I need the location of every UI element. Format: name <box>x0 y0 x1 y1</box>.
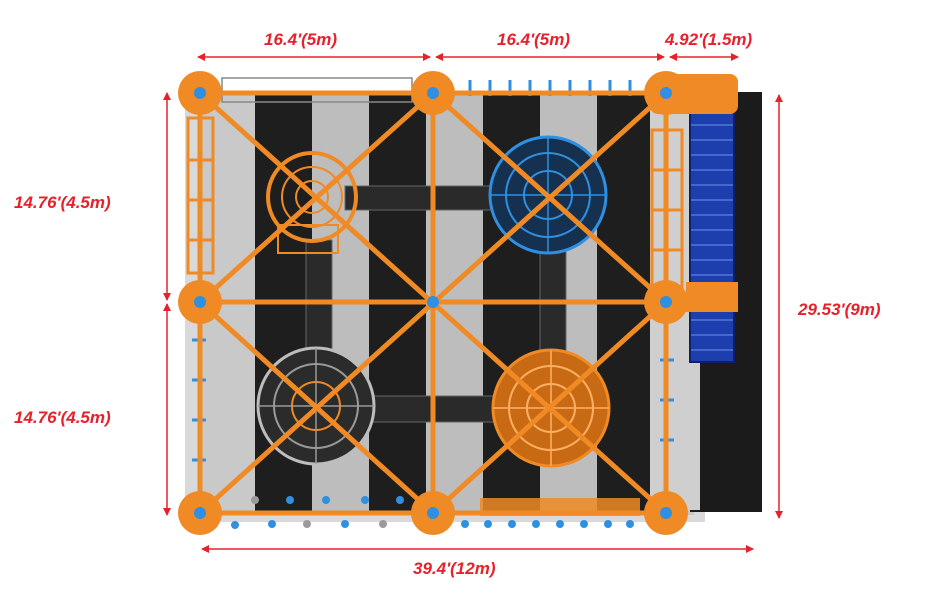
dimension-top-left: 16.4'(5m) <box>264 30 338 49</box>
bottom-posts <box>231 496 634 529</box>
dimension-left-upper: 14.76'(4.5m) <box>14 193 111 212</box>
staircase <box>650 74 738 363</box>
pillars <box>178 71 688 535</box>
dimension-bottom-total: 39.4'(12m) <box>413 559 496 578</box>
orange-dome-top-left <box>266 151 358 254</box>
dimension-left-lower: 14.76'(4.5m) <box>14 408 111 427</box>
dimension-top-middle: 16.4'(5m) <box>497 30 571 49</box>
dimension-right-total: 29.53'(9m) <box>798 300 881 319</box>
dimension-lines <box>163 53 783 553</box>
dimension-top-right: 4.92'(1.5m) <box>665 30 753 49</box>
